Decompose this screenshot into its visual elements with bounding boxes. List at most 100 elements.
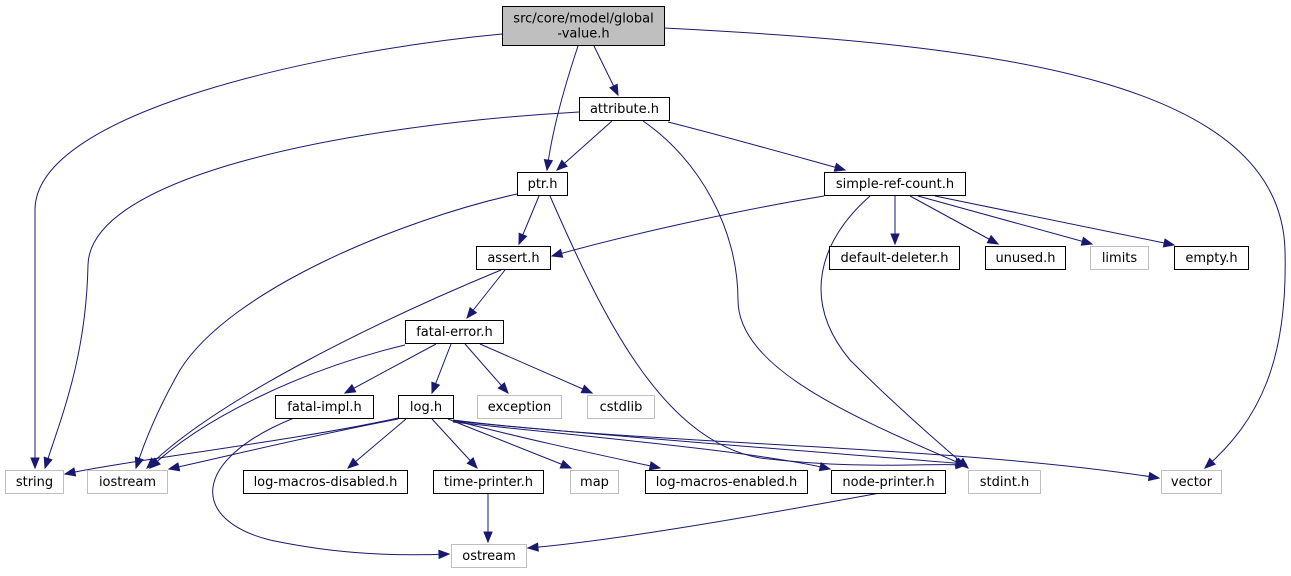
edge-line <box>212 417 450 556</box>
node-label: simple-ref-count.h <box>836 177 954 192</box>
node-unused[interactable]: unused.h <box>985 246 1066 270</box>
node-label: log-macros-enabled.h <box>656 475 797 490</box>
node-box <box>502 6 665 46</box>
arrowhead-icon <box>580 384 594 394</box>
edge-line <box>452 420 967 465</box>
edge-root-to-attribute <box>593 45 619 97</box>
edge-fimpl-to-ostream <box>212 417 451 560</box>
edge-line <box>479 343 593 394</box>
node-label: map <box>580 475 609 490</box>
node-label: limits <box>1102 251 1138 266</box>
edge-log-to-string <box>63 417 399 477</box>
node-tp[interactable]: time-printer.h <box>433 470 544 494</box>
node-label: default-deleter.h <box>841 251 949 266</box>
edge-line <box>549 195 967 466</box>
edge-root-to-string <box>30 33 503 470</box>
edge-srch-to-empty <box>934 195 1176 248</box>
node-box <box>824 172 966 196</box>
node-label: attribute.h <box>590 102 659 117</box>
node-np[interactable]: node-printer.h <box>831 470 946 494</box>
edge-line <box>452 421 831 470</box>
node-box <box>645 470 808 494</box>
arrowhead-icon <box>466 306 478 320</box>
edge-line <box>527 492 881 549</box>
node-map: map <box>570 470 619 494</box>
node-log[interactable]: log.h <box>398 395 454 419</box>
edge-line <box>447 418 572 469</box>
edge-line <box>556 120 613 171</box>
node-box <box>477 395 562 419</box>
arrowhead-icon <box>1147 471 1161 482</box>
arrowhead-icon <box>466 457 478 469</box>
edge-line <box>168 418 399 470</box>
node-box <box>5 470 64 494</box>
node-label: fatal-error.h <box>416 325 493 340</box>
node-label: ptr.h <box>528 177 558 192</box>
node-label: src/core/model/global <box>513 12 653 27</box>
edge-attribute-to-ptr <box>555 120 613 171</box>
node-lmd[interactable]: log-macros-disabled.h <box>243 470 408 494</box>
arrowhead-icon <box>986 234 1000 245</box>
node-label: log-macros-disabled.h <box>254 475 398 490</box>
node-box <box>829 246 960 270</box>
edge-line <box>64 417 399 475</box>
edge-line <box>909 195 999 245</box>
node-deleter[interactable]: default-deleter.h <box>829 246 960 270</box>
node-label: ostream <box>462 549 516 564</box>
edge-tp-to-ostream <box>483 493 493 544</box>
node-lme[interactable]: log-macros-enabled.h <box>645 470 808 494</box>
node-assert[interactable]: assert.h <box>476 246 551 270</box>
edge-line <box>452 419 661 469</box>
node-cstdlib: cstdlib <box>587 395 655 419</box>
node-attribute[interactable]: attribute.h <box>579 97 670 121</box>
node-label: node-printer.h <box>842 475 934 490</box>
node-label: fatal-impl.h <box>287 400 361 415</box>
edge-fatal-to-log <box>431 343 452 395</box>
node-label: exception <box>488 400 552 415</box>
node-box <box>587 395 655 419</box>
node-label: empty.h <box>1185 251 1237 266</box>
node-box <box>476 246 551 270</box>
nodes-layer: src/core/model/global-value.hattribute.h… <box>5 6 1249 568</box>
node-label: iostream <box>99 475 156 490</box>
edge-attribute-to-srch <box>667 121 847 172</box>
edge-line <box>431 418 478 469</box>
node-srch[interactable]: simple-ref-count.h <box>824 172 966 196</box>
node-box <box>243 470 408 494</box>
node-iostream: iostream <box>87 470 168 494</box>
edge-line <box>146 269 502 469</box>
arrowhead-icon <box>497 381 509 395</box>
arrowhead-icon <box>149 457 161 469</box>
arrowhead-icon <box>483 531 493 544</box>
node-label: vector <box>1171 475 1213 490</box>
node-fimpl[interactable]: fatal-impl.h <box>275 395 374 419</box>
edge-line <box>464 343 509 394</box>
node-empty[interactable]: empty.h <box>1174 246 1249 270</box>
node-box <box>517 172 568 196</box>
edge-line <box>551 195 825 257</box>
arrowhead-icon <box>1080 236 1094 246</box>
edge-root-to-ptr <box>543 45 579 172</box>
node-box <box>405 320 504 344</box>
edge-log-to-iostream <box>167 418 399 472</box>
edge-ptr-to-assert <box>518 195 540 246</box>
node-fatal[interactable]: fatal-error.h <box>405 320 504 344</box>
arrowhead-icon <box>543 158 554 172</box>
arrowhead-icon <box>343 383 357 394</box>
arrowhead-icon <box>833 162 847 172</box>
arrowhead-icon <box>1162 238 1176 248</box>
edge-fatal-to-exception <box>464 343 509 395</box>
arrowhead-icon <box>955 458 968 468</box>
arrowhead-icon <box>609 83 619 97</box>
edge-line <box>934 195 1175 246</box>
edge-log-to-tp <box>431 418 478 469</box>
edge-log-to-map <box>447 418 573 469</box>
node-box <box>87 470 168 494</box>
edge-srch-to-deleter <box>890 196 900 246</box>
edge-ptr-to-stdint <box>549 195 968 470</box>
arrowhead-icon <box>518 232 528 246</box>
edge-line <box>820 195 969 469</box>
node-label: time-printer.h <box>444 475 533 490</box>
node-ptr[interactable]: ptr.h <box>517 172 568 196</box>
arrowhead-icon <box>818 462 832 472</box>
